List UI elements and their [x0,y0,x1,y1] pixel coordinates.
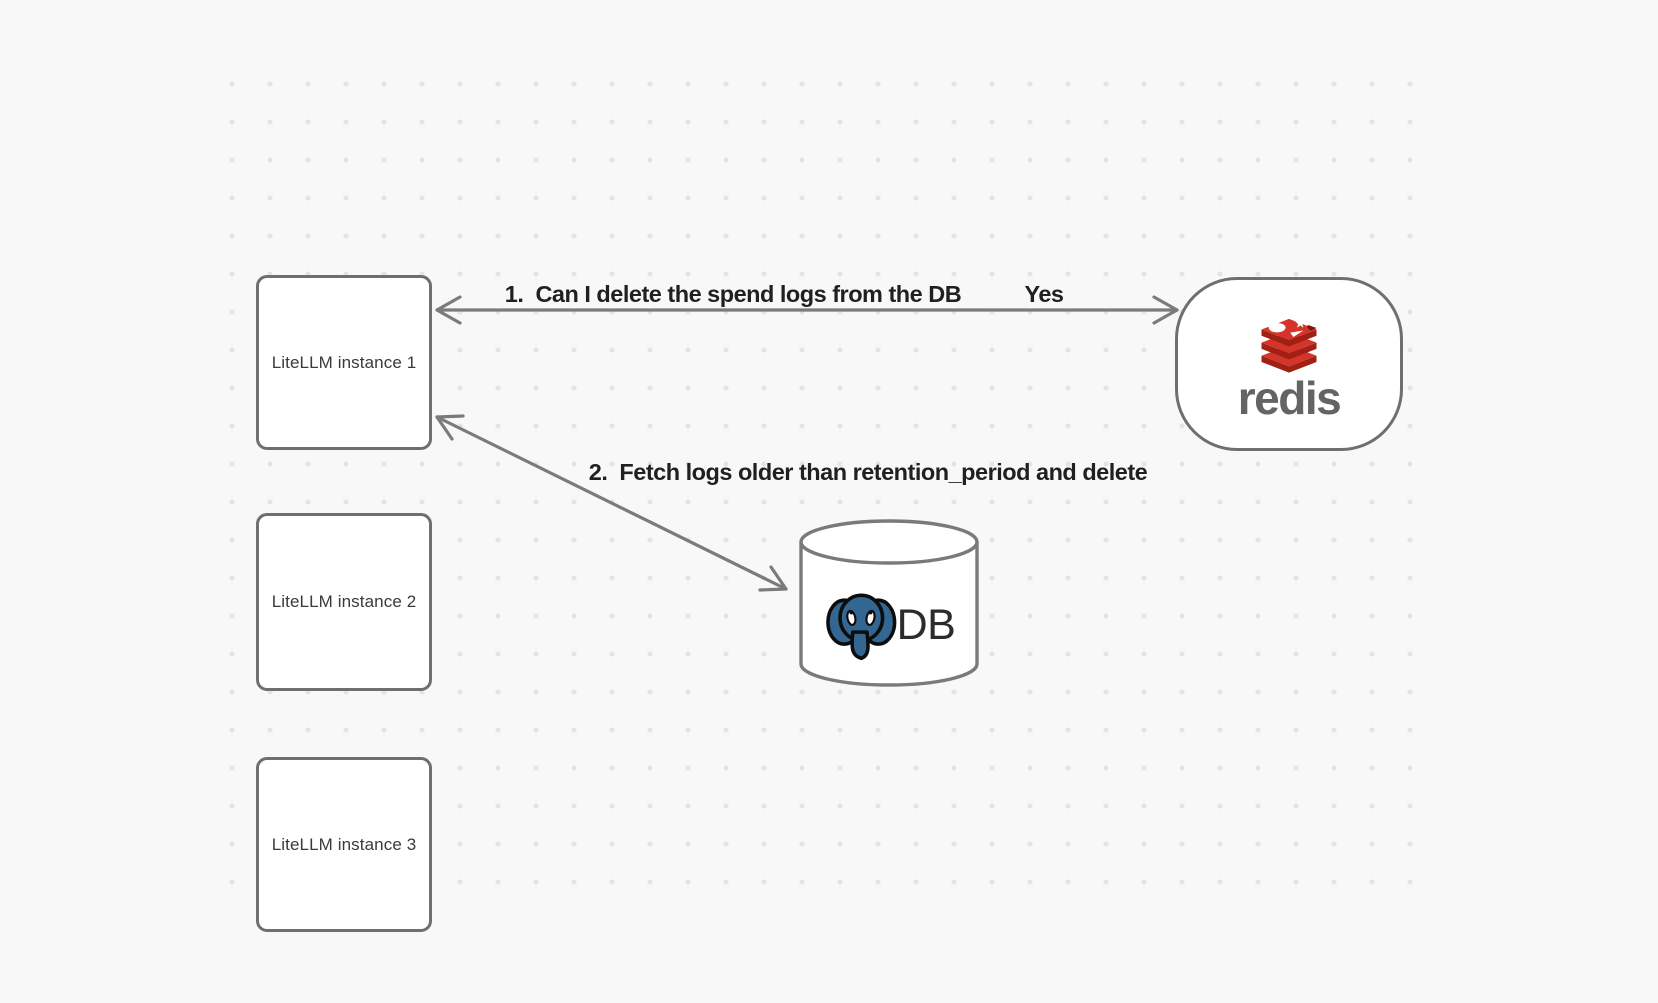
node-db[interactable]: DB [798,518,980,690]
edge1-answer-label[interactable]: Yes [1024,281,1064,307]
postgresql-elephant-icon [825,593,897,661]
db-label: DB [896,600,956,649]
edge1-label[interactable]: 1. Can I delete the spend logs from the … [504,281,962,307]
node-label: LiteLLM instance 2 [271,592,417,611]
redis-wordmark: redis [1237,372,1342,425]
node-litellm-instance-2[interactable]: LiteLLM instance 2 [256,513,432,691]
node-label: LiteLLM instance 1 [271,352,417,372]
redis-logo-icon [1261,318,1317,373]
node-label: LiteLLM instance 3 [271,834,417,854]
edge-litellm1-db[interactable] [435,414,788,592]
node-litellm-instance-1[interactable]: LiteLLM instance 1 [256,275,432,450]
edge2-label[interactable]: 2. Fetch logs older than retention_perio… [588,459,1148,485]
node-redis[interactable]: redis [1175,277,1403,451]
node-litellm-instance-3[interactable]: LiteLLM instance 3 [256,757,432,932]
edge-litellm1-redis[interactable] [435,295,1179,325]
